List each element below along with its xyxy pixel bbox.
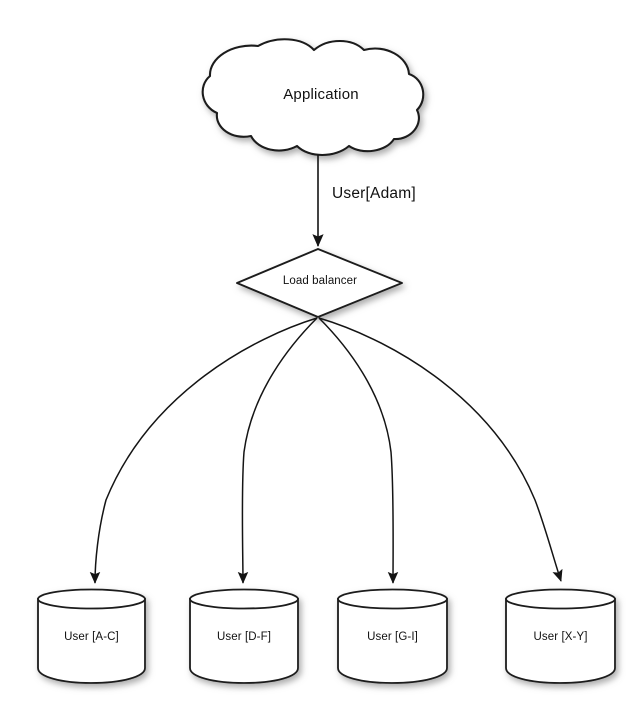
diamond-icon (236, 248, 403, 318)
edge-balancer-to-db-3 (318, 317, 399, 584)
cylinder-icon-4 (505, 588, 616, 684)
cylinder-icon-1 (37, 588, 146, 684)
edge-balancer-to-db-1 (89, 317, 318, 584)
cloud-icon (201, 38, 425, 157)
cylinder-icon-3 (337, 588, 448, 684)
edge-balancer-to-db-2 (237, 317, 318, 584)
cylinder-icon-2 (189, 588, 299, 684)
edge-balancer-to-db-4 (318, 317, 563, 582)
